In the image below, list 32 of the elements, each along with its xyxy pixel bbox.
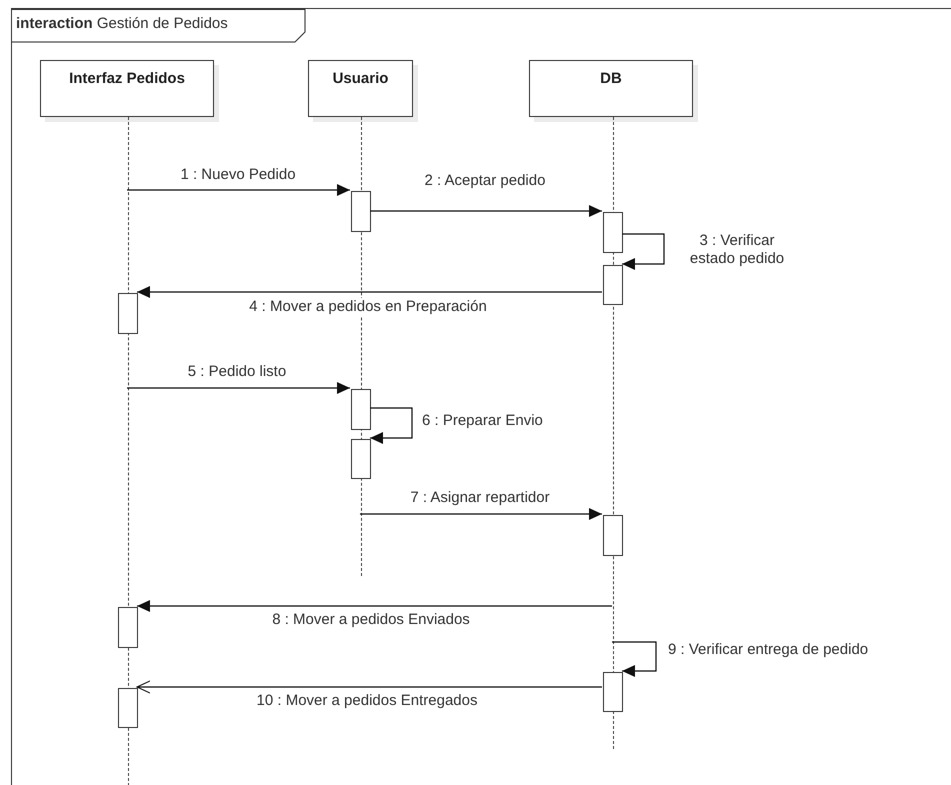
message-arrow (360, 508, 602, 520)
activation-bar (603, 672, 623, 712)
activation-bar (118, 293, 138, 334)
message-arrow (137, 600, 612, 612)
activation-bar (603, 515, 623, 556)
message-label: 4 : Mover a pedidos en Preparación (249, 298, 487, 316)
message-arrow (137, 286, 602, 298)
message-label: 10 : Mover a pedidos Entregados (256, 692, 478, 710)
message-arrow (127, 382, 350, 394)
activation-bar (603, 212, 623, 253)
message-label: 2 : Aceptar pedido (424, 172, 546, 190)
activation-bar (118, 688, 138, 728)
message-arrow (370, 205, 602, 217)
message-arrow (622, 233, 665, 270)
message-label: 6 : Preparar Envio (422, 412, 543, 430)
message-arrow (370, 407, 413, 444)
participant-name: DB (600, 70, 622, 88)
activation-bar (118, 607, 138, 648)
activation-bar (351, 389, 371, 430)
participant-name: Usuario (332, 70, 388, 88)
message-arrow (612, 641, 657, 677)
message-label: 9 : Verificar entrega de pedido (668, 641, 868, 659)
activation-bar (603, 265, 623, 305)
message-label: 7 : Asignar repartidor (410, 489, 550, 507)
participant-name: Interfaz Pedidos (69, 70, 185, 88)
message-arrow (136, 680, 602, 694)
message-arrow (127, 184, 350, 196)
activation-bar (351, 191, 371, 232)
message-label: 8 : Mover a pedidos Enviados (272, 611, 470, 629)
frame-title: interaction Gestión de Pedidos (16, 15, 228, 33)
activation-bar (351, 439, 371, 479)
interaction-frame (11, 8, 951, 785)
